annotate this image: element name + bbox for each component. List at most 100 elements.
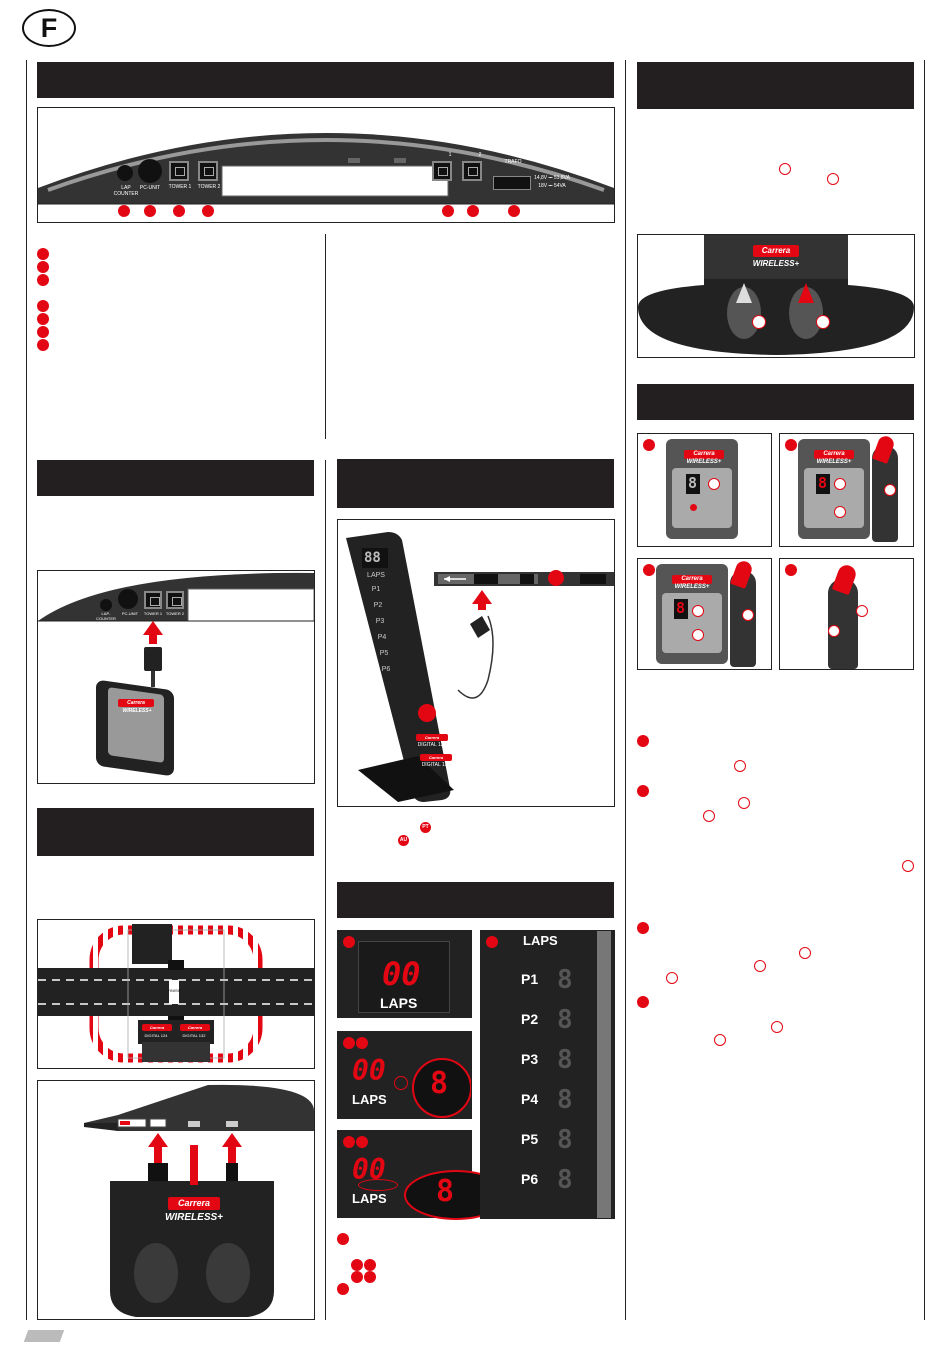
receiver-mount-shape xyxy=(84,1084,314,1317)
tower-figure: 88 LAPS P1 P2 P3 P4 P5 P6 Carrera DIGITA… xyxy=(337,519,615,807)
tower-brand-2: Carrera xyxy=(420,754,452,761)
ref-ring-k xyxy=(714,1034,726,1046)
small-tower1-label: TOWER 1 xyxy=(143,611,163,616)
controller-led-1 xyxy=(690,504,697,511)
cable-wire xyxy=(151,671,155,687)
positions-strip xyxy=(597,931,611,1218)
mount-arrow-left-stem xyxy=(154,1147,162,1163)
power-socket xyxy=(493,176,531,190)
track-brand-2: Carrera xyxy=(180,1024,210,1031)
tower-row-p2: P2 xyxy=(373,602,383,609)
position-digit-p3: 8 xyxy=(557,1045,573,1075)
pc-unit-jack xyxy=(138,159,162,183)
positions-step-marker xyxy=(486,936,498,948)
small-pc-jack xyxy=(118,589,138,609)
lap-counter-connection-figure: LAP- COUNTER PC-UNIT TOWER 1 TOWER 2 Car… xyxy=(37,570,315,784)
controller-display-1 xyxy=(686,474,700,494)
position-label-p5: P5 xyxy=(521,1131,539,1147)
marker-2 xyxy=(144,205,156,217)
tower2-label: TOWER 2 xyxy=(197,184,221,190)
position-label-p1: P1 xyxy=(521,971,539,987)
tower-marker xyxy=(418,704,436,722)
laps-zoom-digit-2: 8 xyxy=(430,1066,449,1101)
small-tower2-label: TOWER 2 xyxy=(165,611,185,616)
small-pc-unit-label: PC-UNIT xyxy=(121,611,139,616)
ref-ring-f xyxy=(902,860,914,872)
tower-display-digits: 88 xyxy=(364,550,381,566)
lap-counter-jack xyxy=(117,165,133,181)
control-unit-shape xyxy=(38,133,614,205)
tower-connect-arrow xyxy=(472,590,492,604)
controller-digit-1: 8 xyxy=(688,474,698,492)
ref-ring-g xyxy=(799,947,811,959)
port-marker xyxy=(548,570,564,586)
port-1-number: 1 xyxy=(448,152,452,158)
laps-legend-marker-2a xyxy=(351,1259,363,1271)
step-marker-d xyxy=(637,996,649,1008)
controller-ring-2c xyxy=(884,484,896,496)
pc-unit-label: PC-UNIT xyxy=(139,185,161,191)
controller-ring-3a xyxy=(692,605,704,617)
controller-ring-3b xyxy=(692,629,704,641)
small-lap-jack xyxy=(100,599,112,611)
small-lap-counter-label: LAP- COUNTER xyxy=(96,611,116,621)
small-tower2-port xyxy=(166,591,184,609)
mount-arrow-right-stem xyxy=(228,1147,236,1163)
laps-digits-2: 00 xyxy=(352,1054,386,1087)
controller-display-3 xyxy=(674,599,688,619)
laps-step-marker-2a xyxy=(343,1037,355,1049)
control-unit-figure: LAP COUNTER PC-UNIT TOWER 1 TOWER 2 1 2 … xyxy=(37,107,615,223)
receiver-shape xyxy=(638,235,914,355)
lap-counter-label: LAP COUNTER xyxy=(113,185,139,197)
mount-wireless-logo: WIRELESS+ xyxy=(164,1212,224,1223)
marker-6 xyxy=(467,205,479,217)
divider-left xyxy=(26,60,27,1320)
marker-7 xyxy=(508,205,520,217)
laps-step-marker-2b xyxy=(356,1037,368,1049)
controller-panel-3: Carrera WIRELESS+ 8 xyxy=(637,558,772,670)
ref-ring-d xyxy=(738,797,750,809)
controller-trigger-4 xyxy=(828,579,858,669)
laps-panel-2: 00 LAPS 8 xyxy=(337,1031,472,1119)
controller-ring-2b xyxy=(834,506,846,518)
marker-1 xyxy=(118,205,130,217)
positions-panel: LAPS P1 P2 P3 P4 P5 P6 8 8 8 8 8 8 xyxy=(480,930,615,1219)
laps-legend-marker-3a xyxy=(351,1271,363,1283)
section-header-control-unit xyxy=(37,62,614,98)
ref-ring-j xyxy=(771,1021,783,1033)
track-finish-label: FINISH xyxy=(167,988,181,993)
small-tower1-port xyxy=(144,591,162,609)
lap-counter-brand: Carrera xyxy=(118,699,154,707)
legend-marker-1 xyxy=(37,248,49,260)
marker-4 xyxy=(202,205,214,217)
controller-brand-2: Carrera xyxy=(814,450,854,459)
laps-legend-marker-4 xyxy=(337,1283,349,1295)
controller-brand-3: Carrera xyxy=(672,575,712,584)
receiver-brand-logo: Carrera xyxy=(753,245,799,257)
divider-mid-bottom xyxy=(325,460,326,1320)
tower-brand-1: Carrera xyxy=(416,734,448,741)
legend-marker-2 xyxy=(37,261,49,273)
track-brand-1: Carrera xyxy=(142,1024,172,1031)
legend-marker-4 xyxy=(37,300,49,312)
track-top-logo: WIRELESS xyxy=(176,950,198,955)
divider-center xyxy=(625,60,626,1320)
ref-ring-i xyxy=(666,972,678,984)
laps-step-marker-3b xyxy=(356,1136,368,1148)
section-header-wireless xyxy=(637,62,914,109)
ref-ring-c xyxy=(734,760,746,772)
controller-face-3 xyxy=(662,593,722,653)
tower1-label: TOWER 1 xyxy=(168,184,192,190)
receiver-ring-1 xyxy=(752,315,766,329)
tower1-port xyxy=(169,161,189,181)
controller-ring-4a xyxy=(856,605,868,617)
laps-legend-marker-2b xyxy=(364,1259,376,1271)
controller-wireless-2: WIRELESS+ xyxy=(816,459,852,465)
position-label-p2: P2 xyxy=(521,1011,539,1027)
laps-label-3: LAPS xyxy=(352,1191,387,1206)
tower-laps-label: LAPS xyxy=(367,572,385,579)
track-logo-1: DIGITAL 124 xyxy=(144,1033,168,1038)
language-badge: F xyxy=(22,9,76,47)
laps-highlight-ring-3 xyxy=(358,1179,398,1191)
marker-5 xyxy=(442,205,454,217)
